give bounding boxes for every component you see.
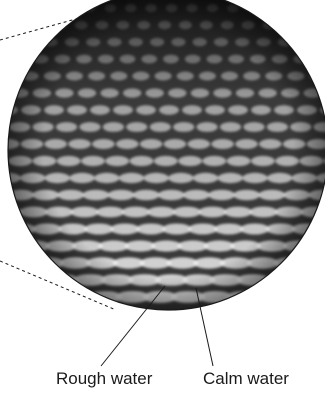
wave-crest [264,274,298,286]
rough-water-label: Rough water [56,369,152,389]
interference-disc [0,0,325,320]
calm-water-label: Calm water [203,369,289,389]
wave-crest [248,4,259,12]
